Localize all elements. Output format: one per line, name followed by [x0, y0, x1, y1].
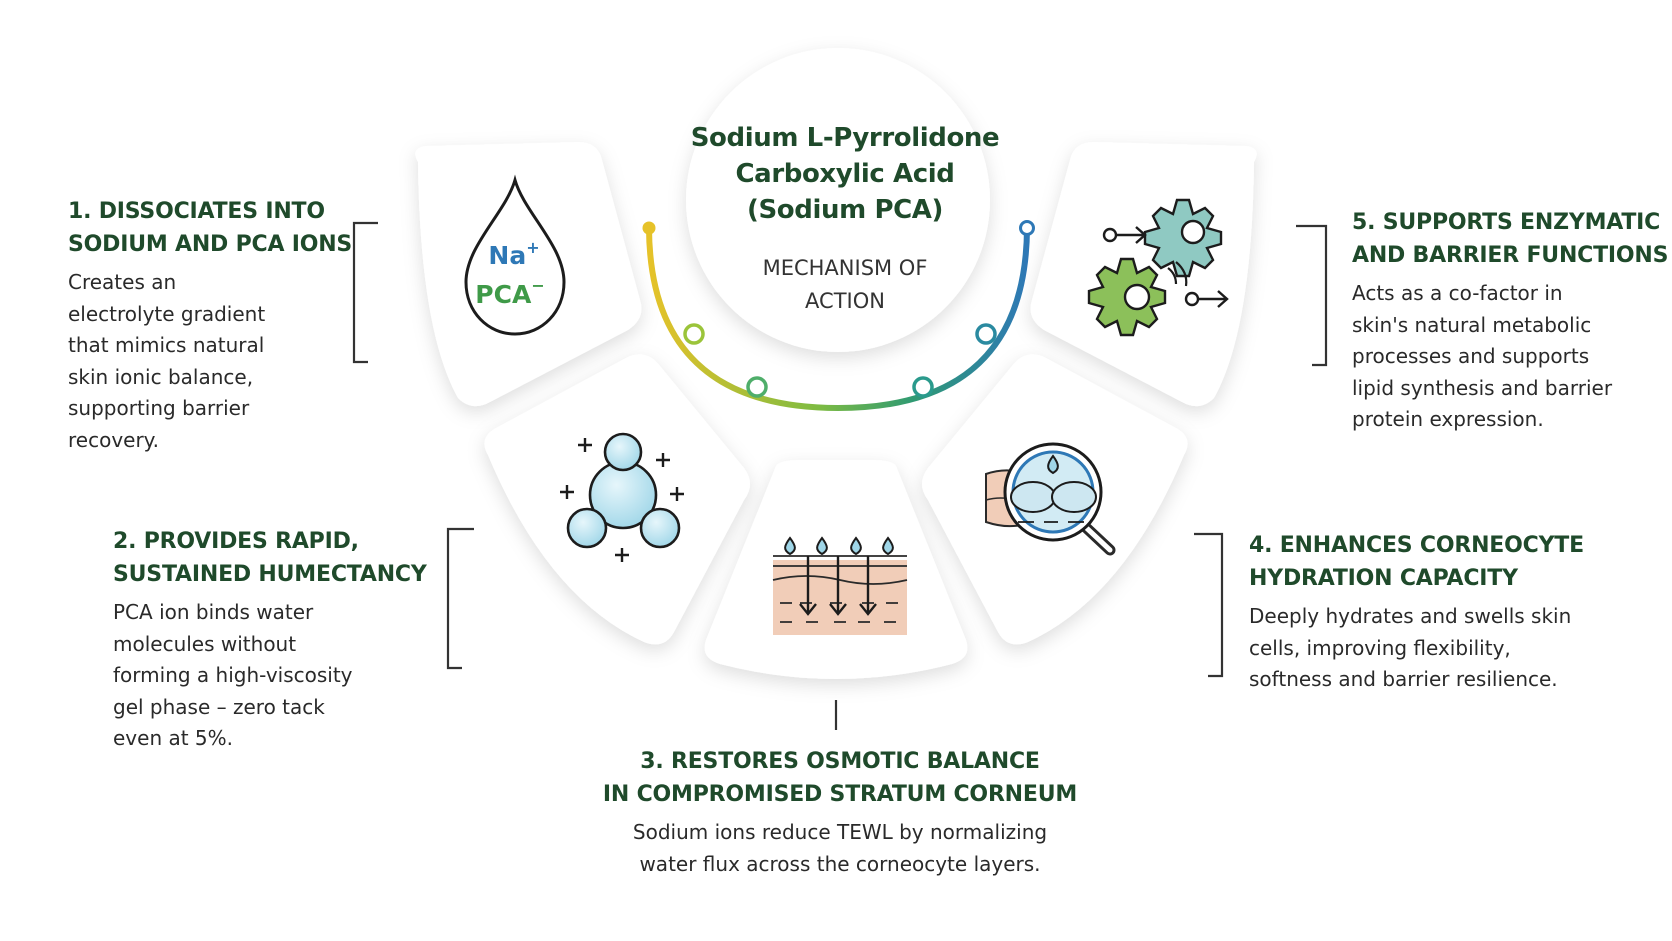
step-title-line: 3. RESTORES OSMOTIC BALANCE [640, 749, 1040, 774]
center-subtitle-line: ACTION [805, 289, 885, 313]
step-1-description: Creates an electrolyte gradient that mim… [68, 270, 266, 452]
step-title-line: IN COMPROMISED STRATUM CORNEUM [602, 782, 1078, 807]
step-title-line: 4. ENHANCES CORNEOCYTE [1249, 533, 1584, 558]
arc-node-1 [683, 323, 705, 345]
step-2-description: PCA ion binds water molecules without fo… [113, 600, 353, 750]
step-title-line: SODIUM AND PCA IONS [68, 232, 353, 257]
step-3-title: 3. RESTORES OSMOTIC BALANCE IN COMPROMIS… [590, 745, 1090, 811]
step-3: 3. RESTORES OSMOTIC BALANCE IN COMPROMIS… [590, 745, 1090, 880]
ion-pca-label: PCA− [475, 276, 544, 309]
step-title-line: HYDRATION CAPACITY [1249, 566, 1518, 591]
center-title-line: Sodium L-Pyrrolidone [690, 123, 1000, 153]
water-molecule-icon [560, 432, 684, 562]
ion-na-label: Na+ [488, 238, 539, 270]
step-1: 1. DISSOCIATES INTO SODIUM AND PCA IONS … [68, 195, 353, 456]
center-title: Sodium L-Pyrrolidone Carboxylic Acid (So… [690, 120, 1000, 228]
magnifier-cells-icon [985, 442, 1116, 556]
bracket-step-4 [1194, 532, 1224, 678]
step-2: 2. PROVIDES RAPID, SUSTAINED HUMECTANCY … [113, 525, 433, 755]
gears-icon [1087, 198, 1229, 337]
arc-node-2 [746, 376, 768, 398]
bracket-step-5 [1296, 224, 1328, 367]
arc-node-start [642, 221, 656, 235]
step-5: 5. SUPPORTS ENZYMATIC AND BARRIER FUNCTI… [1352, 206, 1669, 436]
step-4-title: 4. ENHANCES CORNEOCYTE HYDRATION CAPACIT… [1249, 529, 1609, 595]
center-circle [686, 48, 990, 352]
step-title-line: AND BARRIER FUNCTIONS [1352, 243, 1669, 268]
arc-node-3 [912, 376, 934, 398]
step-1-title: 1. DISSOCIATES INTO SODIUM AND PCA IONS [68, 195, 353, 261]
step-5-title: 5. SUPPORTS ENZYMATIC AND BARRIER FUNCTI… [1352, 206, 1669, 272]
skin-layer-icon [772, 536, 908, 635]
center-title-line: Carboxylic Acid [735, 159, 955, 189]
step-2-title: 2. PROVIDES RAPID, SUSTAINED HUMECTANCY [113, 525, 433, 591]
ion-droplet-icon: Na+ PCA− [464, 174, 566, 336]
step-5-description: Acts as a co-factor in skin's natural me… [1352, 281, 1613, 431]
step-3-description: Sodium ions reduce TEWL by normalizing w… [632, 820, 1048, 876]
center-subtitle-line: MECHANISM OF [762, 256, 928, 280]
bracket-step-1 [352, 221, 378, 364]
bracket-step-2 [446, 527, 474, 670]
step-title-line: 2. PROVIDES RAPID, [113, 529, 359, 554]
arc-node-4 [975, 323, 997, 345]
center-title-line: (Sodium PCA) [747, 195, 943, 225]
step-4: 4. ENHANCES CORNEOCYTE HYDRATION CAPACIT… [1249, 529, 1609, 696]
arc-node-end [1019, 220, 1035, 236]
center-subtitle: MECHANISM OF ACTION [710, 252, 980, 318]
step-title-line: SUSTAINED HUMECTANCY [113, 562, 427, 587]
progress-arc [646, 225, 1030, 412]
step-title-line: 1. DISSOCIATES INTO [68, 199, 325, 224]
step-title-line: 5. SUPPORTS ENZYMATIC [1352, 210, 1661, 235]
step-4-description: Deeply hydrates and swells skin cells, i… [1249, 604, 1572, 691]
